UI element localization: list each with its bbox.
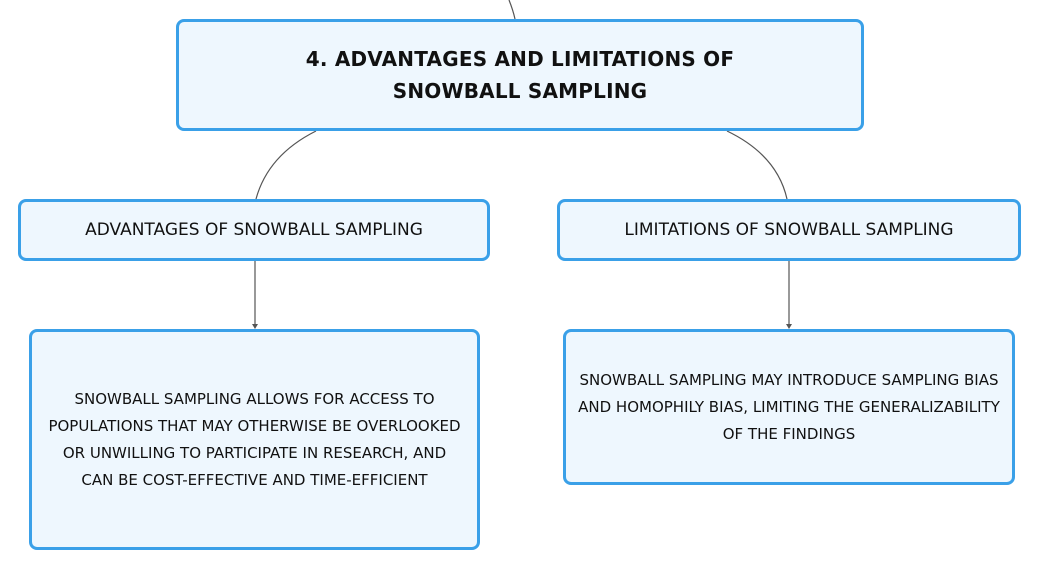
- advantages-detail-text: SNOWBALL SAMPLING ALLOWS FOR ACCESS TO P…: [48, 389, 461, 489]
- root-topic-node[interactable]: 4. ADVANTAGES AND LIMITATIONS OF SNOWBAL…: [176, 19, 864, 131]
- advantages-topic-node[interactable]: ADVANTAGES OF SNOWBALL SAMPLING: [18, 199, 490, 261]
- limitations-topic-label: LIMITATIONS OF SNOWBALL SAMPLING: [624, 220, 954, 240]
- limitations-topic-node[interactable]: LIMITATIONS OF SNOWBALL SAMPLING: [557, 199, 1021, 261]
- root-to-limitations-connector: [726, 130, 788, 200]
- root-to-advantages-connector: [255, 130, 317, 200]
- root-topic-title: 4. ADVANTAGES AND LIMITATIONS OF SNOWBAL…: [305, 47, 735, 103]
- limitations-detail-node[interactable]: SNOWBALL SAMPLING MAY INTRODUCE SAMPLING…: [563, 329, 1015, 485]
- advantages-detail-node[interactable]: SNOWBALL SAMPLING ALLOWS FOR ACCESS TO P…: [29, 329, 480, 550]
- limitations-detail-text: SNOWBALL SAMPLING MAY INTRODUCE SAMPLING…: [578, 370, 1000, 443]
- advantages-topic-label: ADVANTAGES OF SNOWBALL SAMPLING: [85, 220, 423, 240]
- parent-connector: [508, 0, 516, 20]
